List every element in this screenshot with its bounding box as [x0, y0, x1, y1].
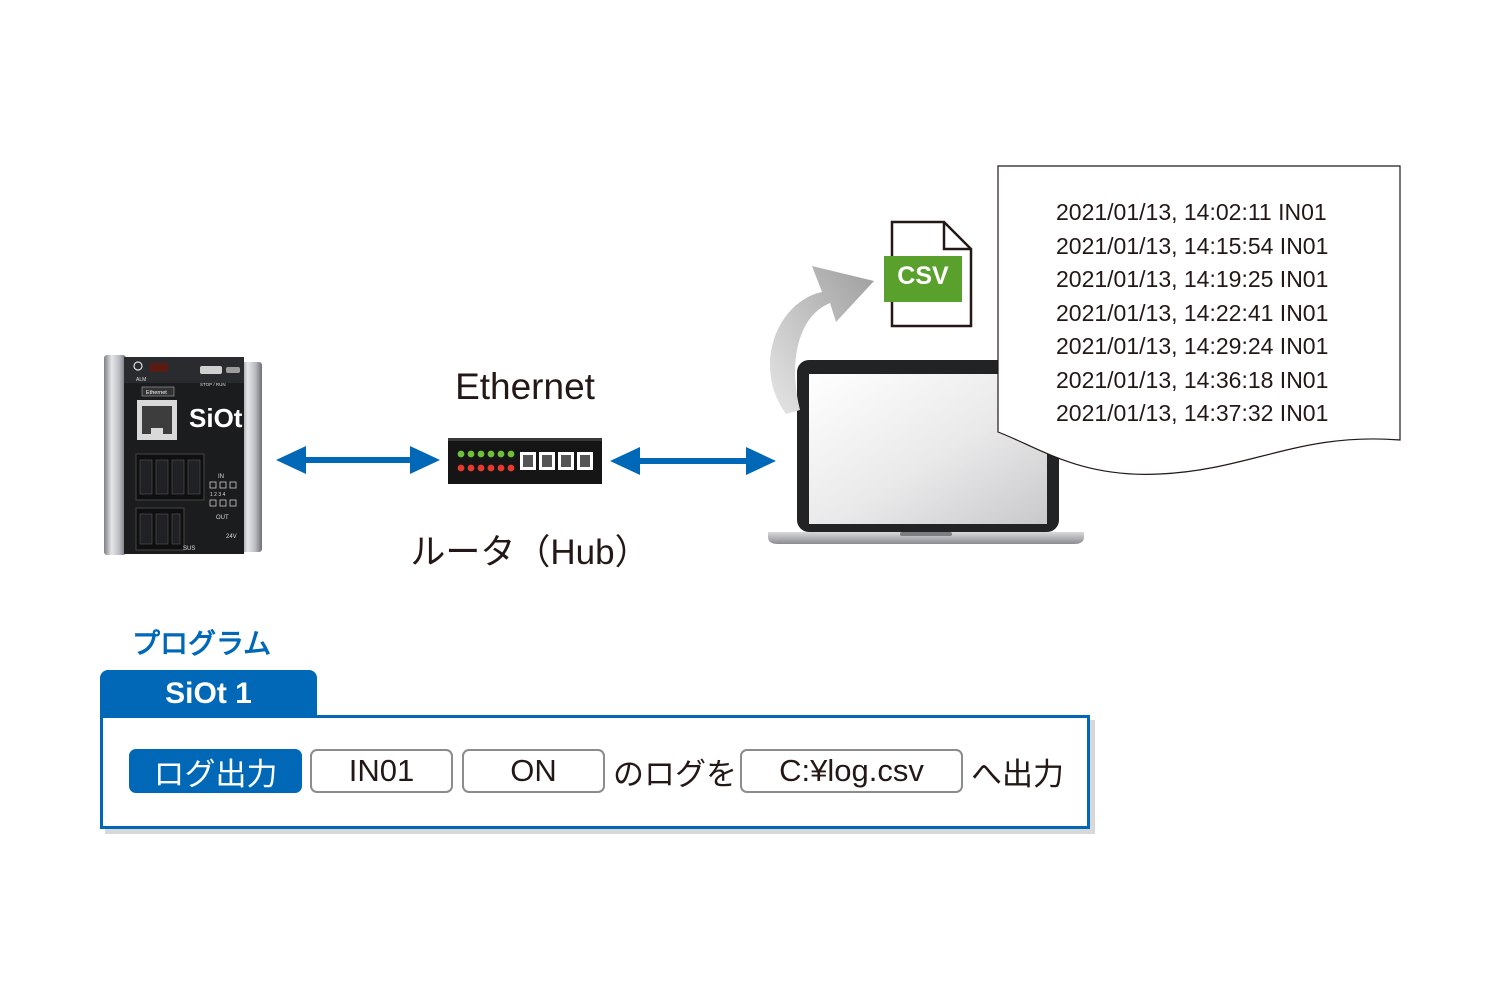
link-arrow-device-router	[276, 446, 440, 474]
input-select[interactable]: IN01	[310, 749, 453, 793]
statement-suffix: へ出力	[971, 756, 1064, 792]
ethernet-label: Ethernet	[455, 366, 595, 407]
laptop-base	[768, 532, 1084, 544]
alm-label: ALM	[136, 377, 146, 383]
stop-run-label: STOP / RUN	[200, 382, 226, 387]
log-line: 2021/01/13, 14:02:11 IN01	[1056, 199, 1327, 225]
csv-file-icon	[884, 220, 973, 328]
program-title: プログラム	[132, 628, 272, 659]
device-brand: SiOt	[189, 403, 243, 433]
device-right-rail	[240, 362, 262, 552]
program-tab-siot1[interactable]: SiOt 1	[100, 670, 317, 717]
log-line: 2021/01/13, 14:19:25 IN01	[1056, 266, 1329, 292]
svg-text:24V: 24V	[226, 534, 237, 540]
csv-badge	[884, 256, 962, 302]
svg-text:OUT: OUT	[216, 515, 229, 521]
log-output-block[interactable]: ログ出力	[129, 749, 302, 793]
siot-device: ALM STOP / RUN Ethernet SiOt	[104, 355, 262, 555]
rj45-port-clip	[151, 428, 163, 434]
log-line: 2021/01/13, 14:29:24 IN01	[1056, 333, 1329, 359]
log-line: 2021/01/13, 14:15:54 IN01	[1056, 232, 1329, 259]
export-arrow	[769, 266, 874, 414]
statement-connector: のログを	[613, 756, 737, 792]
link-arrow-router-laptop	[610, 447, 776, 475]
log-lines: 2021/01/13, 14:02:11 IN01 2021/01/13, 14…	[1056, 196, 1328, 431]
svg-text:1 2 3 4: 1 2 3 4	[210, 492, 226, 498]
csv-badge-label: CSV	[897, 262, 949, 290]
usb-port	[226, 367, 240, 373]
router-label: ルータ（Hub）	[410, 533, 650, 572]
log-line: 2021/01/13, 14:22:41 IN01	[1056, 299, 1329, 326]
log-paper	[997, 165, 1401, 475]
log-line: 2021/01/13, 14:37:32 IN01	[1056, 400, 1329, 426]
router-leds-green	[457, 450, 515, 458]
alm-led	[150, 363, 168, 372]
log-line: 2021/01/13, 14:36:18 IN01	[1056, 366, 1329, 393]
svg-text:IN: IN	[218, 474, 224, 480]
router-leds-red	[457, 464, 515, 472]
path-field[interactable]: C:¥log.csv	[740, 749, 963, 793]
laptop	[768, 360, 1084, 544]
router-hub	[448, 438, 602, 484]
power-icon	[133, 361, 143, 371]
router-ports	[520, 452, 593, 470]
ethernet-tag	[141, 386, 175, 397]
svg-text:SUS: SUS	[183, 546, 195, 552]
device-left-rail	[104, 355, 126, 555]
io-indicators: IN OUT 1 2 3 4 24V SUS	[183, 474, 237, 552]
terminal-block-lower	[135, 507, 185, 551]
laptop-notch	[900, 532, 952, 536]
device-top-panel	[124, 357, 244, 383]
ethernet-tag-label: Ethernet	[146, 390, 167, 396]
terminal-block-upper	[135, 453, 205, 501]
stop-run-switch	[200, 366, 222, 374]
state-select[interactable]: ON	[462, 749, 605, 793]
